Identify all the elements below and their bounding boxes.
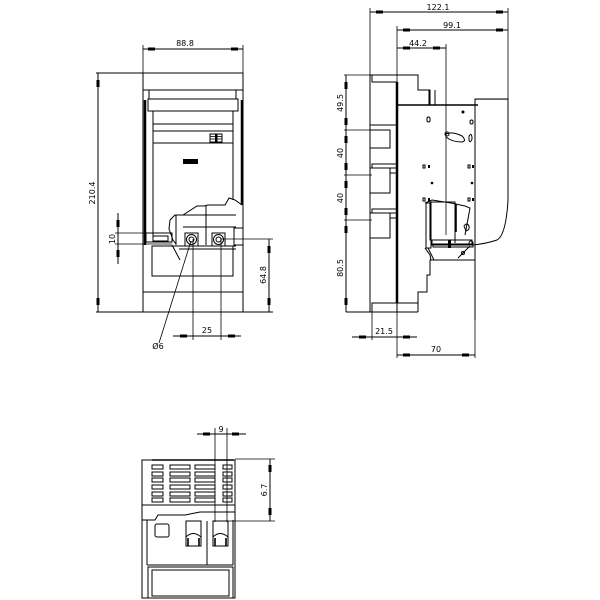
- label-overall-depth: 122.1: [427, 3, 450, 12]
- bottom-terminal-right: [212, 520, 229, 547]
- terminal-right: [211, 232, 226, 247]
- bottom-terminal-left: [185, 520, 202, 547]
- dim-terminal-height: 64.8: [221, 238, 273, 312]
- label-terminal-width: 9: [218, 425, 223, 434]
- label-top-offset: 49.5: [336, 94, 345, 112]
- dim-rail-offset: 21.5: [352, 312, 417, 358]
- label-slot: [183, 159, 198, 164]
- vent-grille: [151, 464, 233, 503]
- bottom-window: [154, 523, 170, 538]
- bottom-view: 9: [141, 425, 275, 599]
- indicator-grille-icon: [209, 133, 223, 143]
- dim-overall-depth: 122.1: [369, 3, 509, 100]
- label-front-width: 88.8: [176, 39, 194, 48]
- dim-terminal-pitch: 25: [173, 326, 241, 338]
- dim-base-depth: 70: [397, 312, 476, 358]
- dim-front-width: 88.8: [142, 39, 244, 74]
- label-bottom-offset: 80.5: [336, 259, 345, 277]
- front-view: 88.8: [88, 39, 273, 351]
- operating-mechanism: [424, 199, 475, 261]
- dim-terminal-offset: 10: [108, 213, 172, 264]
- dim-hole-diameter: Ø6: [152, 240, 192, 351]
- label-terminal-height: 64.8: [259, 266, 268, 284]
- label-terminal-pitch: 25: [202, 326, 212, 335]
- label-depth-mid: 99.1: [443, 21, 461, 30]
- side-view: 122.1 99.1 44.2: [336, 3, 509, 358]
- dim-depth-mid: 99.1: [396, 21, 508, 105]
- label-terminal-height-bottom: 6.7: [260, 484, 269, 497]
- dim-terminal-height-bottom: 6.7: [227, 458, 275, 522]
- label-pitch-1: 40: [336, 148, 345, 158]
- dim-terminal-width: 9: [197, 425, 246, 522]
- label-base-depth: 70: [431, 345, 441, 354]
- dim-front-height: 210.4: [88, 73, 273, 313]
- label-rail-offset: 21.5: [375, 327, 393, 336]
- label-depth-top: 44.2: [409, 39, 427, 48]
- label-terminal-offset: 10: [108, 234, 117, 244]
- label-hole-diameter: Ø6: [152, 341, 163, 351]
- label-front-height: 210.4: [88, 182, 97, 205]
- terminal-left: [184, 232, 199, 247]
- label-pitch-2: 40: [336, 193, 345, 203]
- dim-depth-top: 44.2: [397, 39, 447, 105]
